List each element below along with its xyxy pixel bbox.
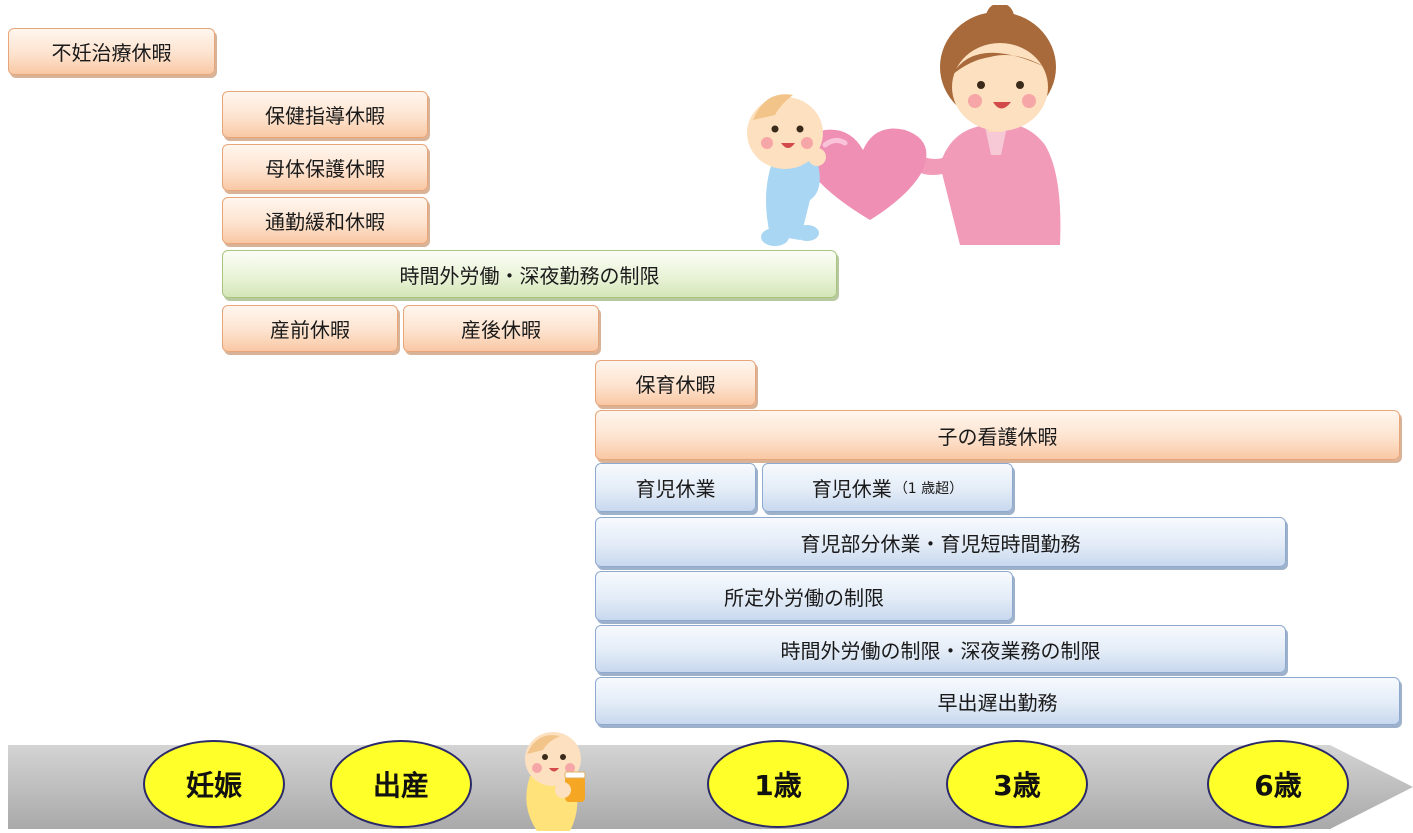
milestone-label: 1歳 (754, 769, 802, 802)
milestone-label: 出産 (372, 769, 429, 802)
leave-label: 子の看護休暇 (937, 424, 1058, 449)
overtime-night-limit-pregnancy: 時間外労働・深夜勤務の制限 (222, 250, 837, 298)
milestone-pregnancy: 妊娠 (143, 740, 285, 828)
leave-note: （1 歳超） (893, 480, 964, 497)
leave-commute-relief: 通勤緩和休暇 (222, 197, 428, 244)
leave-maternal-protection: 母体保護休暇 (222, 144, 428, 191)
leave-label: 所定外労働の制限 (724, 585, 884, 610)
early-late-shift: 早出遅出勤務 (595, 677, 1400, 725)
leave-label: 産後休暇 (461, 318, 541, 342)
leave-label: 育児休業 (635, 477, 716, 501)
milestone-label: 6歳 (1254, 769, 1302, 802)
leave-label: 不妊治療休暇 (51, 41, 172, 65)
childcare-leave: 育児休業 (595, 463, 756, 512)
leave-label: 時間外労働の制限・深夜業務の制限 (780, 638, 1101, 663)
leave-nursing: 保育休暇 (595, 360, 756, 406)
milestone-label: 3歳 (993, 769, 1041, 802)
milestone-label: 妊娠 (185, 769, 242, 802)
partial-leave-short-hours: 育児部分休業・育児短時間勤務 (595, 517, 1286, 567)
leave-label: 育児休業 (811, 477, 892, 501)
leave-label: 保健指導休暇 (265, 104, 385, 128)
leave-label: 保育休暇 (635, 372, 716, 397)
nonscheduled-work-limit: 所定外労働の制限 (595, 571, 1013, 621)
milestone-birth: 出産 (330, 740, 472, 828)
leave-label: 早出遅出勤務 (937, 690, 1058, 715)
leave-postnatal: 産後休暇 (403, 305, 599, 352)
leave-label: 時間外労働・深夜勤務の制限 (399, 263, 660, 288)
leave-child-sick-care: 子の看護休暇 (595, 410, 1400, 460)
childcare-leave-over-1: 育児休業 （1 歳超） (762, 463, 1013, 512)
milestone-age-3: 3歳 (946, 740, 1088, 828)
milestone-age-6: 6歳 (1207, 740, 1349, 828)
leave-health-guidance: 保健指導休暇 (222, 91, 428, 138)
leave-label: 母体保護休暇 (265, 157, 385, 181)
leave-fertility-treatment: 不妊治療休暇 (8, 28, 215, 75)
milestone-age-1: 1歳 (707, 740, 849, 828)
leave-label: 通勤緩和休暇 (265, 210, 385, 234)
leave-label: 育児部分休業・育児短時間勤務 (800, 531, 1081, 556)
baby-with-bottle-illustration (525, 732, 586, 831)
overtime-night-limit-childcare: 時間外労働の制限・深夜業務の制限 (595, 625, 1286, 673)
mother-baby-heart-illustration (747, 5, 1061, 246)
leave-prenatal: 産前休暇 (222, 305, 398, 352)
leave-label: 産前休暇 (270, 318, 350, 342)
